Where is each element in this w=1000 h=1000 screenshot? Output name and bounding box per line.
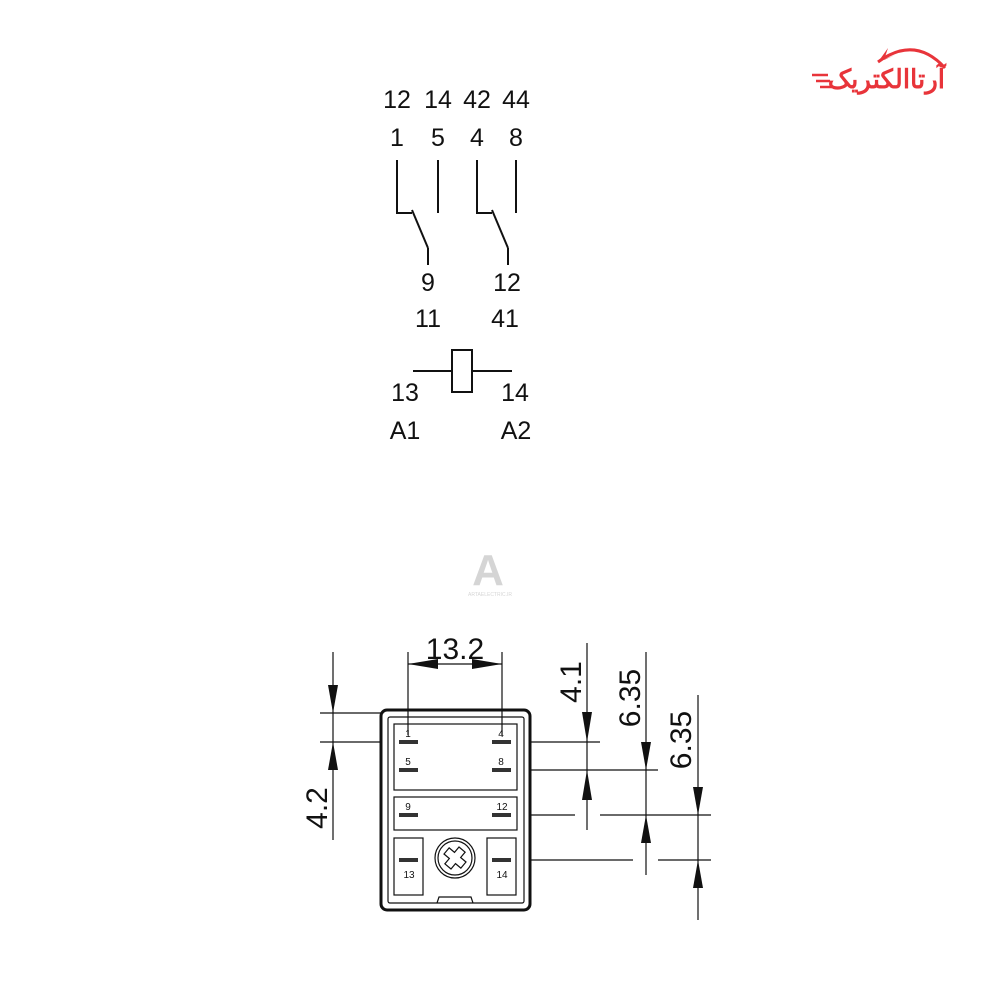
pin-13: 13 (403, 870, 415, 881)
pins (399, 740, 511, 862)
dim-width: 13.2 (426, 633, 484, 666)
label-44: 44 (502, 86, 530, 114)
dimension-lines (320, 643, 711, 920)
label-a1: A1 (390, 417, 421, 445)
watermark: A ARTAELECTRIC.IR (468, 546, 512, 598)
pin-9: 9 (405, 802, 411, 813)
dim-pitch-1: 6.35 (614, 669, 647, 727)
pin-5: 5 (405, 757, 411, 768)
label-9: 9 (421, 269, 435, 297)
label-5: 5 (431, 124, 445, 152)
label-1: 1 (390, 124, 404, 152)
pin-4: 4 (498, 729, 504, 740)
label-8: 8 (509, 124, 523, 152)
label-4: 4 (470, 124, 484, 152)
label-13: 13 (391, 379, 419, 407)
screw (434, 837, 476, 879)
label-14: 14 (424, 86, 452, 114)
contact-symbols (396, 160, 517, 265)
label-11: 11 (415, 305, 441, 333)
label-42: 42 (463, 86, 491, 114)
label-12: 12 (383, 86, 411, 114)
watermark-subtext: ARTAELECTRIC.IR (468, 592, 512, 598)
dim-row-gap: 4.1 (555, 661, 588, 703)
logo-text: آرتاالکتریک (828, 62, 947, 95)
relay-footprint: 1 4 5 8 9 12 13 14 (379, 708, 532, 912)
pin-12: 12 (496, 802, 508, 813)
label-41: 41 (491, 305, 519, 333)
label-a2: A2 (501, 417, 532, 445)
watermark-logo: A (472, 546, 504, 595)
pin-14: 14 (496, 870, 508, 881)
dim-pitch-2: 6.35 (665, 711, 698, 769)
dim-left-offset: 4.2 (301, 787, 334, 829)
coil-symbol (413, 349, 512, 393)
brand-logo: آرتاالکتریک (812, 48, 947, 95)
label-12-common: 12 (493, 269, 521, 297)
contact-labels: 12 14 42 44 1 5 4 8 9 12 11 41 13 14 A1 … (383, 86, 531, 445)
pin-8: 8 (498, 757, 504, 768)
label-14-coil: 14 (501, 379, 529, 407)
